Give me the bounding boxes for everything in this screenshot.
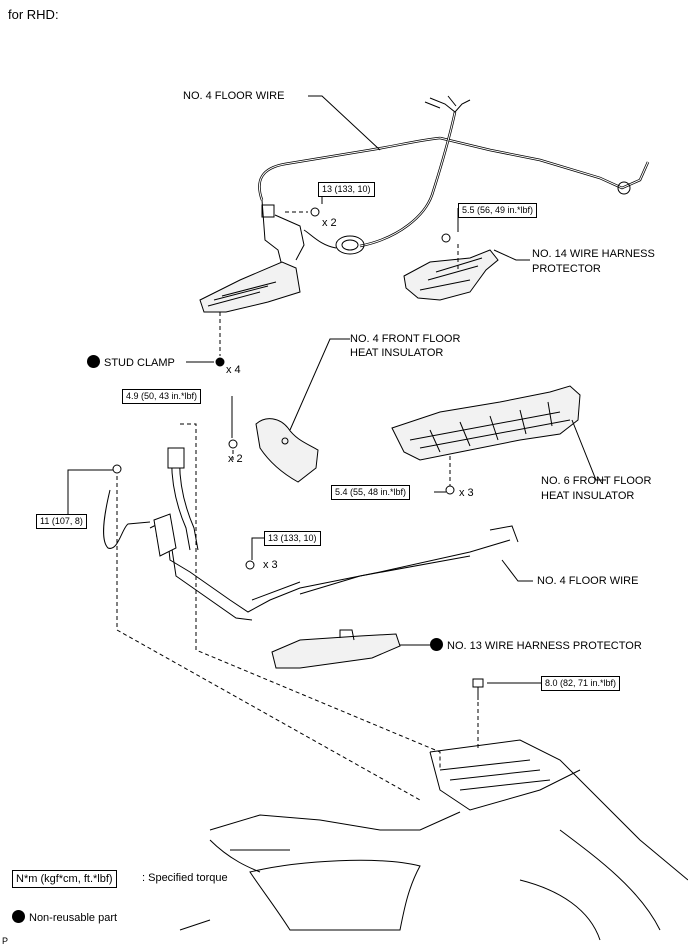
label-heat-insulator-4: NO. 4 FRONT FLOOR (350, 333, 461, 345)
torque-box-7: 8.0 (82, 71 in.*lbf) (541, 676, 621, 691)
label-harness-protector-13: NO. 13 WIRE HARNESS PROTECTOR (430, 638, 642, 653)
vehicle-body-part (179, 739, 688, 941)
legend-torque-unit: N*m (kgf*cm, ft.*lbf) (12, 870, 117, 888)
label-stud-clamp: STUD CLAMP (87, 355, 175, 370)
fastener-bolt-2 (441, 233, 451, 243)
torque-box-1: 13 (133, 10) (318, 182, 375, 197)
label-stud-clamp-text: STUD CLAMP (104, 357, 175, 369)
fastener-bolt-4 (112, 464, 122, 474)
quantity-x2-bolt: x 2 (322, 217, 337, 229)
quantity-x3-insulator-nut: x 3 (459, 487, 474, 499)
footer-mark: P (2, 936, 9, 946)
legend-torque-desc: : Specified torque (142, 872, 228, 884)
torque-box-2: 5.5 (56, 49 in.*lbf) (458, 203, 538, 218)
fastener-bolt-6 (245, 560, 255, 570)
label-harness-protector-13-text: NO. 13 WIRE HARNESS PROTECTOR (447, 640, 642, 652)
fastener-bolt-3 (228, 439, 238, 449)
fastener-bolt-7 (472, 678, 484, 700)
legend-nonreusable: Non-reusable part (12, 910, 117, 925)
heat-insulator-4-part (255, 418, 319, 483)
torque-box-3: 4.9 (50, 43 in.*lbf) (122, 389, 202, 404)
quantity-x3-wire-bolt: x 3 (263, 559, 278, 571)
label-heat-insulator-6-line2: HEAT INSULATOR (541, 490, 635, 502)
alignment-lines (116, 211, 479, 801)
fastener-bolt-5 (445, 485, 455, 495)
harness-protector-13-part (271, 629, 401, 669)
nonreusable-marker-icon (87, 355, 100, 368)
quantity-x2-insulator-bolt: x 2 (228, 453, 243, 465)
nonreusable-marker-icon (12, 910, 25, 923)
leader-lines (67, 95, 606, 684)
page-header: for RHD: (8, 7, 59, 22)
label-heat-insulator-4-line2: HEAT INSULATOR (350, 347, 444, 359)
label-harness-protector-14: NO. 14 WIRE HARNESS (532, 248, 655, 260)
label-harness-protector-14-line2: PROTECTOR (532, 263, 601, 275)
torque-box-5: 5.4 (55, 48 in.*lbf) (331, 485, 411, 500)
harness-protector-14-part (403, 249, 499, 301)
floor-wire-top-part (199, 95, 650, 313)
torque-box-4: 11 (107, 8) (36, 514, 87, 529)
label-floor-wire-bottom: NO. 4 FLOOR WIRE (537, 575, 639, 587)
legend-nonreusable-text: Non-reusable part (29, 912, 118, 924)
heat-insulator-6-part (391, 385, 581, 461)
floor-wire-bottom-part (103, 447, 519, 621)
label-heat-insulator-6: NO. 6 FRONT FLOOR (541, 475, 652, 487)
torque-box-6: 13 (133, 10) (264, 531, 321, 546)
quantity-x4-stud-clamp: x 4 (226, 364, 241, 376)
fastener-stud-clamp (215, 357, 225, 367)
nonreusable-marker-icon (430, 638, 443, 651)
fastener-bolt-1 (310, 207, 320, 217)
label-floor-wire-top: NO. 4 FLOOR WIRE (183, 90, 285, 102)
